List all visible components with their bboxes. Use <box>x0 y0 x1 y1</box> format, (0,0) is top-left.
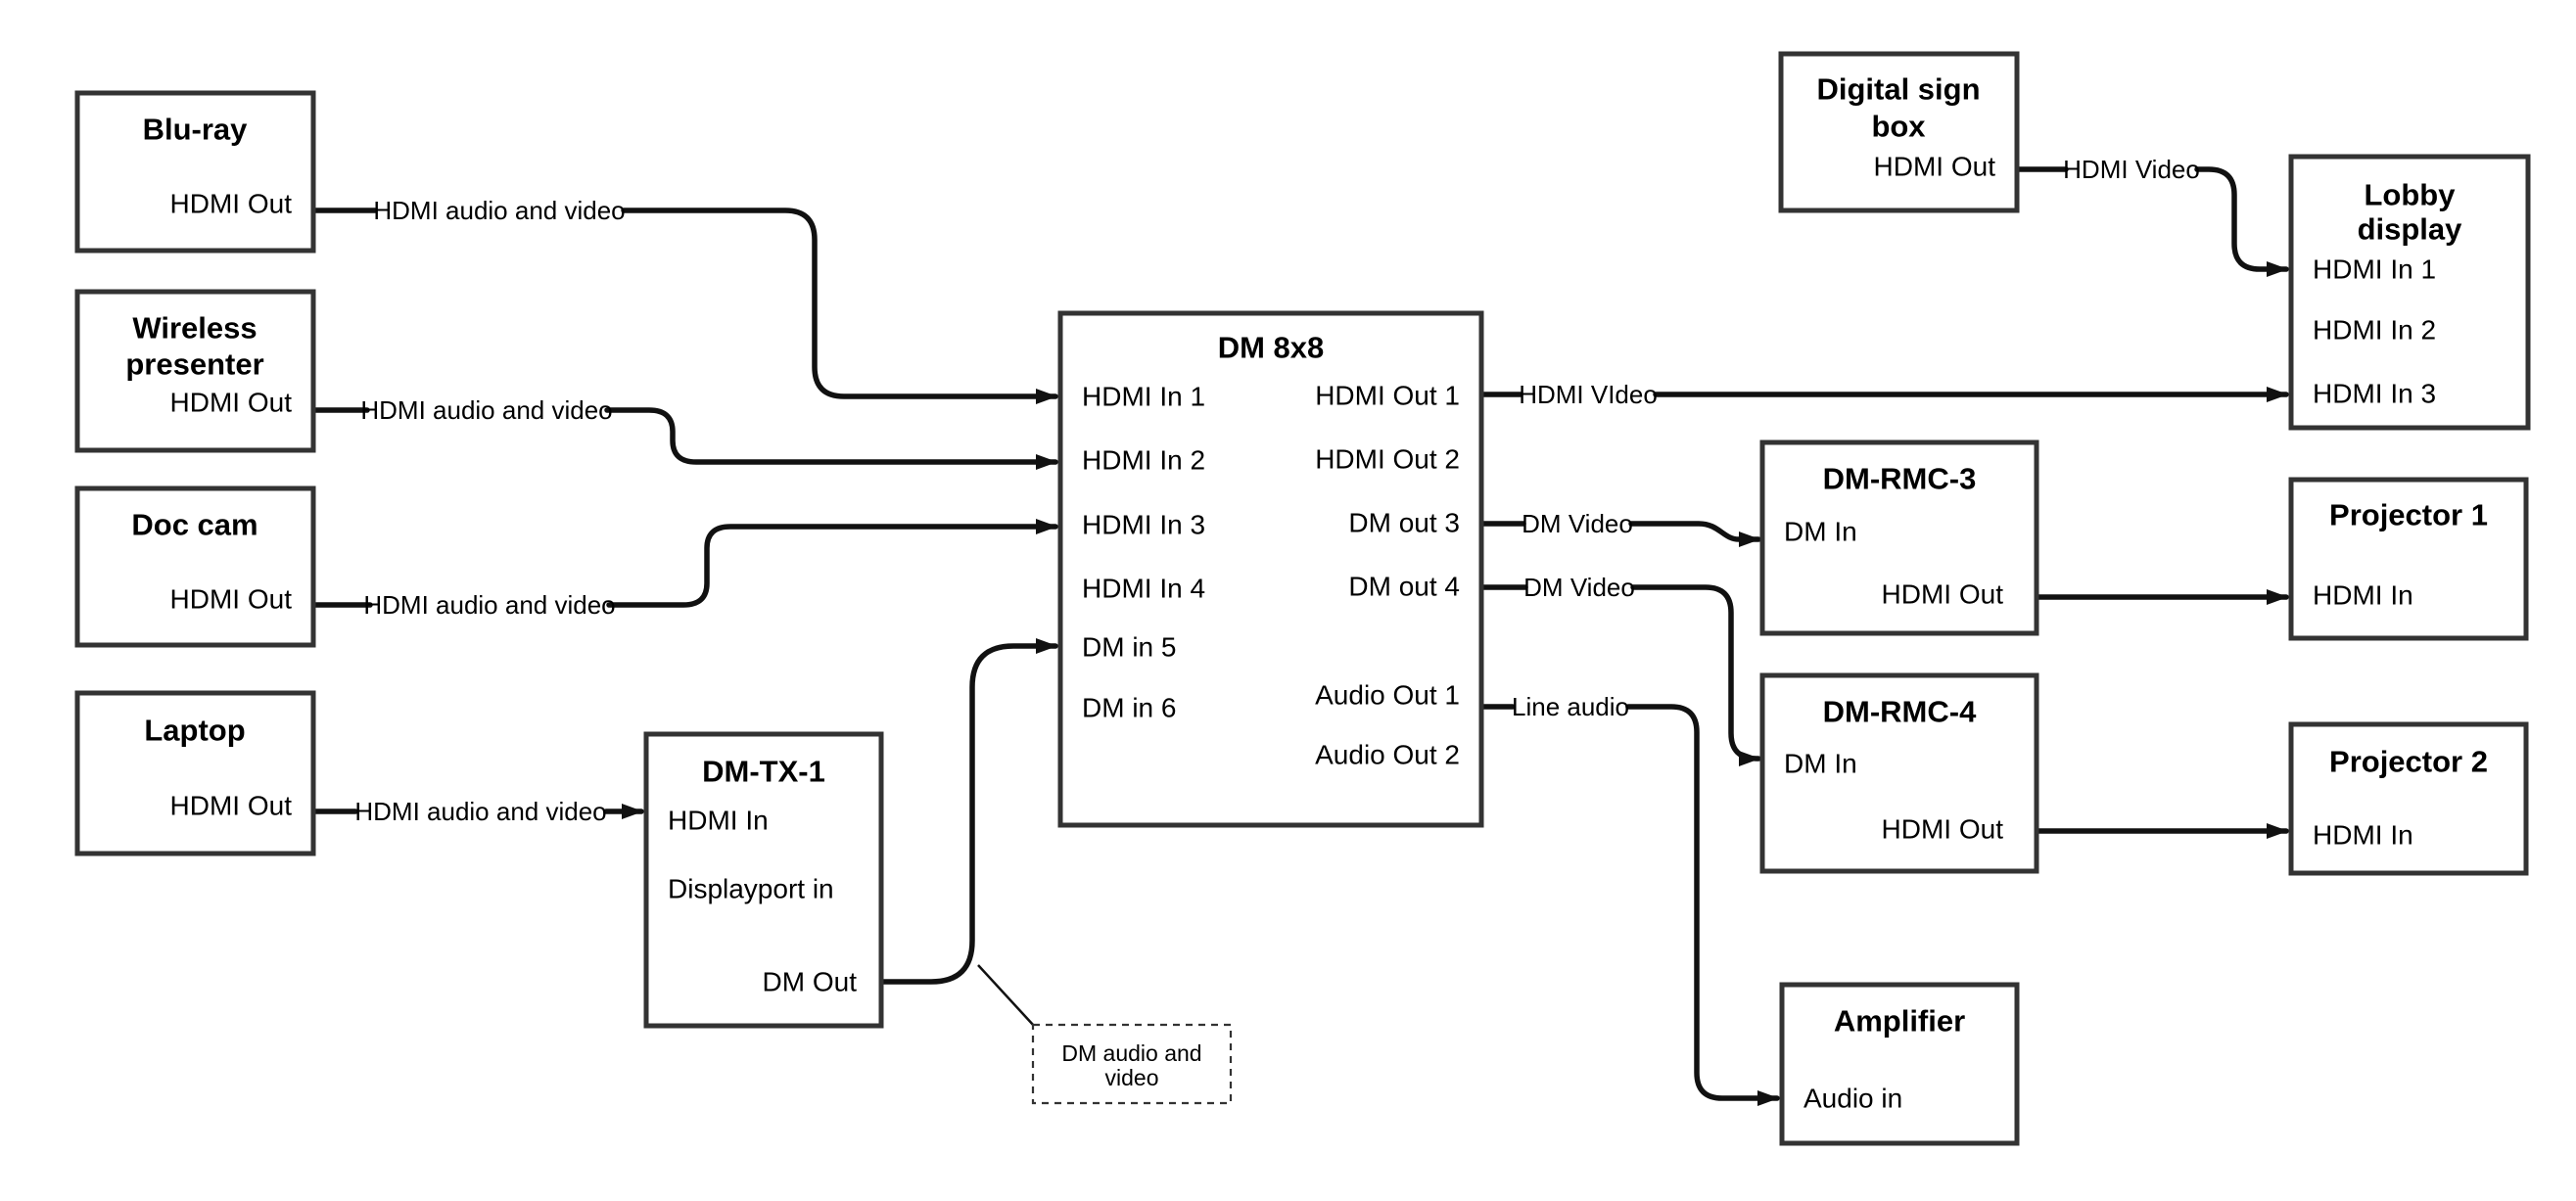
node-bluray-box <box>74 90 316 254</box>
wire-dm8x8-out3-to-rmc3 <box>1628 521 1761 547</box>
note-text-line2: video <box>1105 1065 1159 1090</box>
node-proj2-box <box>2288 721 2529 876</box>
node-doccam-box <box>74 485 316 648</box>
wire-label-dm-out-4: DM Video <box>1523 573 1635 602</box>
node-proj1-title: Projector 1 <box>2329 498 2488 532</box>
node-proj2-title: Projector 2 <box>2329 745 2488 779</box>
note-leader-line <box>977 964 1035 1027</box>
wire-doccam-to-dm8x8-in3 <box>606 519 1058 608</box>
node-dmtx1-port-dm-out: DM Out <box>763 967 858 997</box>
node-dmtx1-title: DM-TX-1 <box>702 755 825 789</box>
node-rmc4-title: DM-RMC-4 <box>1823 695 1977 729</box>
wire-label-audio-out-1: Line audio <box>1512 692 1629 721</box>
node-signbox-title-line1: Digital sign <box>1816 72 1980 107</box>
node-wireless-presenter: Wireless presenter HDMI Out <box>74 289 316 453</box>
wire-label-doccam: HDMI audio and video <box>363 590 615 620</box>
node-lobby-title-line2: display <box>2358 212 2463 247</box>
wire-dm8x8-audio1-to-amp <box>1625 704 1780 1106</box>
node-dm8x8-port-hdmi-in-1: HDMI In 1 <box>1082 382 1205 412</box>
node-dmtx1-box <box>643 731 884 1029</box>
node-doccam-title: Doc cam <box>131 508 258 542</box>
wire-bluray-to-dm8x8-in1 <box>621 208 1058 404</box>
note-box <box>1031 1023 1233 1105</box>
wire-label-bluray: HDMI audio and video <box>373 196 625 225</box>
wire-label-wireless: HDMI audio and video <box>360 395 612 425</box>
note-dm-audio-video: DM audio and video <box>1031 1023 1233 1105</box>
wire-label-laptop: HDMI audio and video <box>354 797 606 826</box>
node-rmc4: DM-RMC-4 DM In HDMI Out <box>1759 672 2039 874</box>
node-lobby-box <box>2288 154 2531 431</box>
node-dm8x8-title: DM 8x8 <box>1218 331 1325 365</box>
node-rmc4-box <box>1759 672 2039 874</box>
node-bluray-port-hdmi-out: HDMI Out <box>170 189 293 219</box>
node-dm8x8-port-hdmi-out-1: HDMI Out 1 <box>1315 381 1460 411</box>
node-wireless-title-line2: presenter <box>125 347 263 382</box>
node-lobby-port-hdmi-in-2: HDMI In 2 <box>2313 315 2436 346</box>
node-lobby-port-hdmi-in-3: HDMI In 3 <box>2313 379 2436 409</box>
node-dm8x8-port-audio-out-2: Audio Out 2 <box>1315 740 1460 770</box>
wire-label-dm-out-3: DM Video <box>1522 509 1633 538</box>
node-dmtx1: DM-TX-1 HDMI In Displayport in DM Out <box>643 731 884 1029</box>
node-signbox-box <box>1778 51 2020 213</box>
node-lobby-port-hdmi-in-1: HDMI In 1 <box>2313 254 2436 285</box>
node-dm8x8-port-dm-in-6: DM in 6 <box>1082 693 1176 723</box>
wire-wireless-to-dm8x8-in2 <box>604 407 1058 470</box>
node-dm8x8-port-dm-in-5: DM in 5 <box>1082 632 1176 663</box>
node-rmc3-title: DM-RMC-3 <box>1823 462 1977 496</box>
node-rmc3-port-dm-in: DM In <box>1784 517 1857 547</box>
node-laptop-title: Laptop <box>144 714 245 748</box>
node-proj1: Projector 1 HDMI In <box>2288 477 2529 641</box>
wire-label-signbox: HDMI Video <box>2063 155 2200 184</box>
node-rmc3-box <box>1759 439 2039 636</box>
node-wireless-box <box>74 289 316 453</box>
node-dm8x8-port-hdmi-in-2: HDMI In 2 <box>1082 445 1205 476</box>
node-amplifier: Amplifier Audio in <box>1779 982 2020 1146</box>
node-bluray: Blu-ray HDMI Out <box>74 90 316 254</box>
wire-dmtx1-to-dm8x8-in5 <box>878 638 1058 985</box>
node-wireless-title-line1: Wireless <box>132 311 257 346</box>
node-dm8x8-port-hdmi-in-3: HDMI In 3 <box>1082 510 1205 540</box>
node-signbox: Digital sign box HDMI Out <box>1778 51 2020 213</box>
node-proj1-box <box>2288 477 2529 641</box>
node-proj1-port-hdmi-in: HDMI In <box>2313 580 2413 611</box>
node-rmc4-port-hdmi-out: HDMI Out <box>1882 814 2004 845</box>
wire-labels: HDMI audio and video HDMI audio and vide… <box>354 155 2199 826</box>
wire-signbox-to-lobby-in1 <box>2194 166 2289 277</box>
node-doccam: Doc cam HDMI Out <box>74 485 316 648</box>
node-signbox-port-hdmi-out: HDMI Out <box>1874 152 1996 182</box>
node-rmc4-port-dm-in: DM In <box>1784 749 1857 779</box>
node-laptop-port-hdmi-out: HDMI Out <box>170 791 293 821</box>
node-proj2: Projector 2 HDMI In <box>2288 721 2529 876</box>
node-proj2-port-hdmi-in: HDMI In <box>2313 820 2413 851</box>
note-text-line1: DM audio and <box>1061 1040 1201 1066</box>
node-rmc3: DM-RMC-3 DM In HDMI Out <box>1759 439 2039 636</box>
node-dm8x8-port-hdmi-out-2: HDMI Out 2 <box>1315 444 1460 475</box>
node-wireless-port-hdmi-out: HDMI Out <box>170 388 293 418</box>
node-dm8x8-box <box>1057 310 1484 828</box>
node-lobby-title-line1: Lobby <box>2365 178 2457 212</box>
node-dm8x8-port-dm-out-4: DM out 4 <box>1348 572 1460 602</box>
node-dm8x8-port-dm-in-4: HDMI In 4 <box>1082 574 1205 604</box>
node-dm8x8-port-audio-out-1: Audio Out 1 <box>1315 680 1460 711</box>
node-dm8x8: DM 8x8 HDMI In 1 HDMI In 2 HDMI In 3 HDM… <box>1057 310 1484 828</box>
wire-dm8x8-out4-to-rmc4 <box>1630 584 1761 766</box>
node-bluray-title: Blu-ray <box>143 113 249 147</box>
node-signbox-title-line2: box <box>1871 110 1926 144</box>
node-dmtx1-port-displayport-in: Displayport in <box>668 874 834 904</box>
wire-label-hdmi-out-1: HDMI VIdeo <box>1519 380 1658 409</box>
node-doccam-port-hdmi-out: HDMI Out <box>170 584 293 615</box>
node-dm8x8-port-dm-out-3: DM out 3 <box>1348 508 1460 538</box>
node-lobby-display: Lobby display HDMI In 1 HDMI In 2 HDMI I… <box>2288 154 2531 431</box>
node-amplifier-box <box>1779 982 2020 1146</box>
node-amplifier-port-audio-in: Audio in <box>1803 1084 1902 1114</box>
node-dmtx1-port-hdmi-in: HDMI In <box>668 806 769 836</box>
node-amplifier-title: Amplifier <box>1834 1004 1965 1039</box>
node-laptop-box <box>74 690 316 856</box>
node-rmc3-port-hdmi-out: HDMI Out <box>1882 579 2004 610</box>
wires <box>310 166 2289 1106</box>
node-laptop: Laptop HDMI Out <box>74 690 316 856</box>
